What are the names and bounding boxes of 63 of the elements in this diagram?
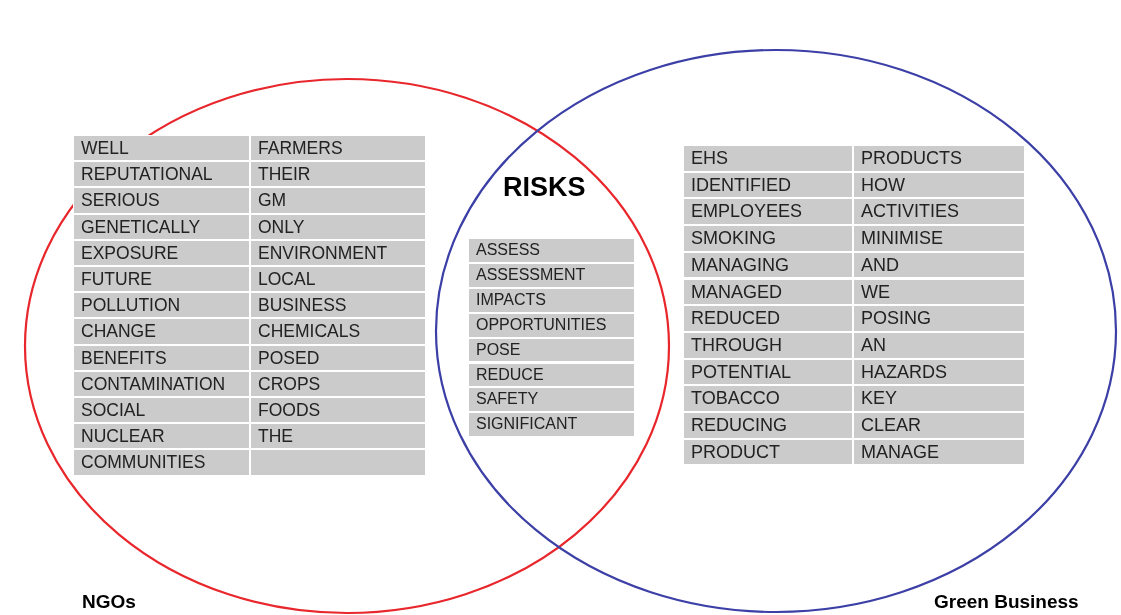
table-cell: MINIMISE	[854, 226, 1024, 251]
table-cell: ENVIRONMENT	[251, 240, 425, 265]
table-cell: SIGNIFICANT	[469, 413, 634, 437]
table-cell: NUCLEAR	[74, 424, 249, 449]
table-cell: OPPORTUNITIES	[469, 313, 634, 337]
table-cell: PRODUCTS	[854, 146, 1024, 171]
table-cell: BENEFITS	[74, 345, 249, 370]
table-cell: GM	[251, 188, 425, 213]
table-cell: IDENTIFIED	[684, 172, 852, 198]
table-cell: KEY	[854, 386, 1024, 411]
word-table	[683, 145, 1025, 466]
heading-label: RISKS	[503, 172, 586, 203]
table-cell: ASSESS	[469, 239, 634, 262]
table-cell: MANAGING	[684, 252, 852, 278]
table-cell: CROPS	[251, 371, 425, 396]
table-cell: CONTAMINATION	[74, 371, 249, 396]
table-cell: POSING	[854, 306, 1024, 331]
table-cell: FUTURE	[74, 267, 249, 292]
table-cell: AN	[854, 332, 1024, 358]
table-cell: BUSINESS	[251, 293, 425, 318]
table-cell: THE	[251, 424, 425, 449]
table-cell: SERIOUS	[74, 188, 249, 213]
table-cell: EXPOSURE	[74, 240, 249, 265]
table-cell: ACTIVITIES	[854, 199, 1024, 225]
table-cell: PRODUCT	[684, 439, 852, 465]
table-cell: REDUCED	[684, 306, 852, 331]
table-cell: CHANGE	[74, 319, 249, 344]
table-cell: COMMUNITIES	[74, 450, 249, 475]
table-cell: ASSESSMENT	[469, 263, 634, 287]
table-cell: AND	[854, 252, 1024, 278]
table-cell: EMPLOYEES	[684, 199, 852, 225]
table-cell: ONLY	[251, 214, 425, 239]
table-cell: REDUCE	[469, 363, 634, 387]
table-cell: FARMERS	[251, 136, 425, 161]
table-cell: CHEMICALS	[251, 319, 425, 344]
table-cell: MANAGE	[854, 439, 1024, 465]
table-cell: SOCIAL	[74, 398, 249, 423]
table-cell: MANAGED	[684, 279, 852, 305]
table-cell: SAFETY	[469, 388, 634, 412]
table-cell: FOODS	[251, 398, 425, 423]
word-table	[468, 238, 635, 438]
word-table	[73, 135, 426, 476]
table-cell: POTENTIAL	[684, 359, 852, 385]
table-cell: REDUCING	[684, 413, 852, 438]
table-cell: HAZARDS	[854, 359, 1024, 385]
set-label: NGOs	[82, 591, 136, 613]
table-cell: LOCAL	[251, 267, 425, 292]
table-cell: THROUGH	[684, 332, 852, 358]
table-cell: SMOKING	[684, 226, 852, 251]
table-cell: POSE	[469, 338, 634, 362]
table-cell: POSED	[251, 345, 425, 370]
table-cell: CLEAR	[854, 413, 1024, 438]
table-cell: IMPACTS	[469, 288, 634, 312]
table-cell: HOW	[854, 172, 1024, 198]
table-cell: TOBACCO	[684, 386, 852, 411]
table-cell: GENETICALLY	[74, 214, 249, 239]
table-cell: WE	[854, 279, 1024, 305]
set-label: Green Business	[934, 591, 1079, 613]
table-cell: WELL	[74, 136, 249, 161]
table-cell: THEIR	[251, 162, 425, 187]
table-cell: EHS	[684, 146, 852, 171]
table-cell: REPUTATIONAL	[74, 162, 249, 187]
table-cell: POLLUTION	[74, 293, 249, 318]
